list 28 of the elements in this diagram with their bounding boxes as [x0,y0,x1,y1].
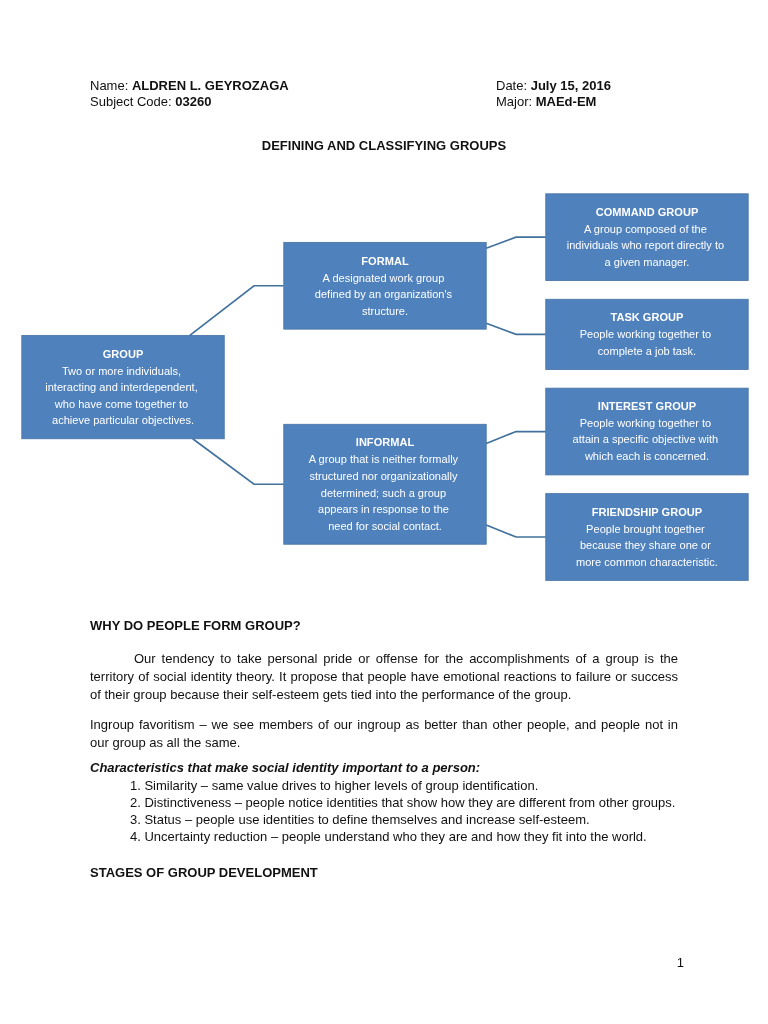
connector [189,285,285,337]
node-box: INTEREST GROUP People working together to attain a specific objective with which each is concerned. [545,388,749,476]
date-field: Date: July 15, 2016 [496,78,656,93]
section-heading: WHY DO PEOPLE FORM GROUP? [90,618,302,633]
paragraph: Our tendency to take personal pride or offense for the accomplishments of a group is the territory of social identity theory. It propose that people have emotional reactions to failure or success of their group because their self-esteem gets tied into the performance of the group. [90,650,678,704]
node-box: COMMAND GROUP A group composed of the individuals who report directly to a given manager. [545,193,749,282]
node-box: GROUP Two or more individuals, interacting and interdependent, who have come together to achieve particular objectives. [21,335,225,440]
list-item: 3. Status – people use identities to define themselves and increase self-esteem. [130,811,591,828]
connector [485,236,547,250]
connector [485,322,547,336]
name-field: Name: ALDREN L. GEYROZAGA [90,78,496,93]
connector [191,438,285,486]
node-box: TASK GROUP People working together to complete a job task. [545,299,749,371]
list-item: 2. Distinctiveness – people notice identities that show how they are different from other groups. [130,794,677,811]
node-box: FORMAL A designated work group defined by an organization's structure. [283,242,487,330]
major-field: Major: MAEd-EM [496,94,656,109]
node-box: FRIENDSHIP GROUP People brought together because they share one or more common characteristic. [545,493,749,582]
section-heading: STAGES OF GROUP DEVELOPMENT [90,865,319,880]
subject-code-field: Subject Code: 03260 [90,94,496,109]
page-number: 1 [676,955,684,970]
list-item: 4. Uncertainty reduction – people understand who they are and how they fit into the world. [130,828,648,845]
list-item: 1. Similarity – same value drives to higher levels of group identification. [130,777,540,794]
node-box: INFORMAL A group that is neither formally structured nor organizationally determined; such a group appears in response to the need for social contact. [283,424,487,546]
paragraph: Ingroup favoritism – we see members of our ingroup as better than other people, and people not in our group as all the same. [90,716,678,752]
connector [485,524,547,539]
list-heading: Characteristics that make social identity important to a person: [90,760,482,775]
connector [485,431,547,445]
page-title: DEFINING AND CLASSIFYING GROUPS [260,138,508,153]
